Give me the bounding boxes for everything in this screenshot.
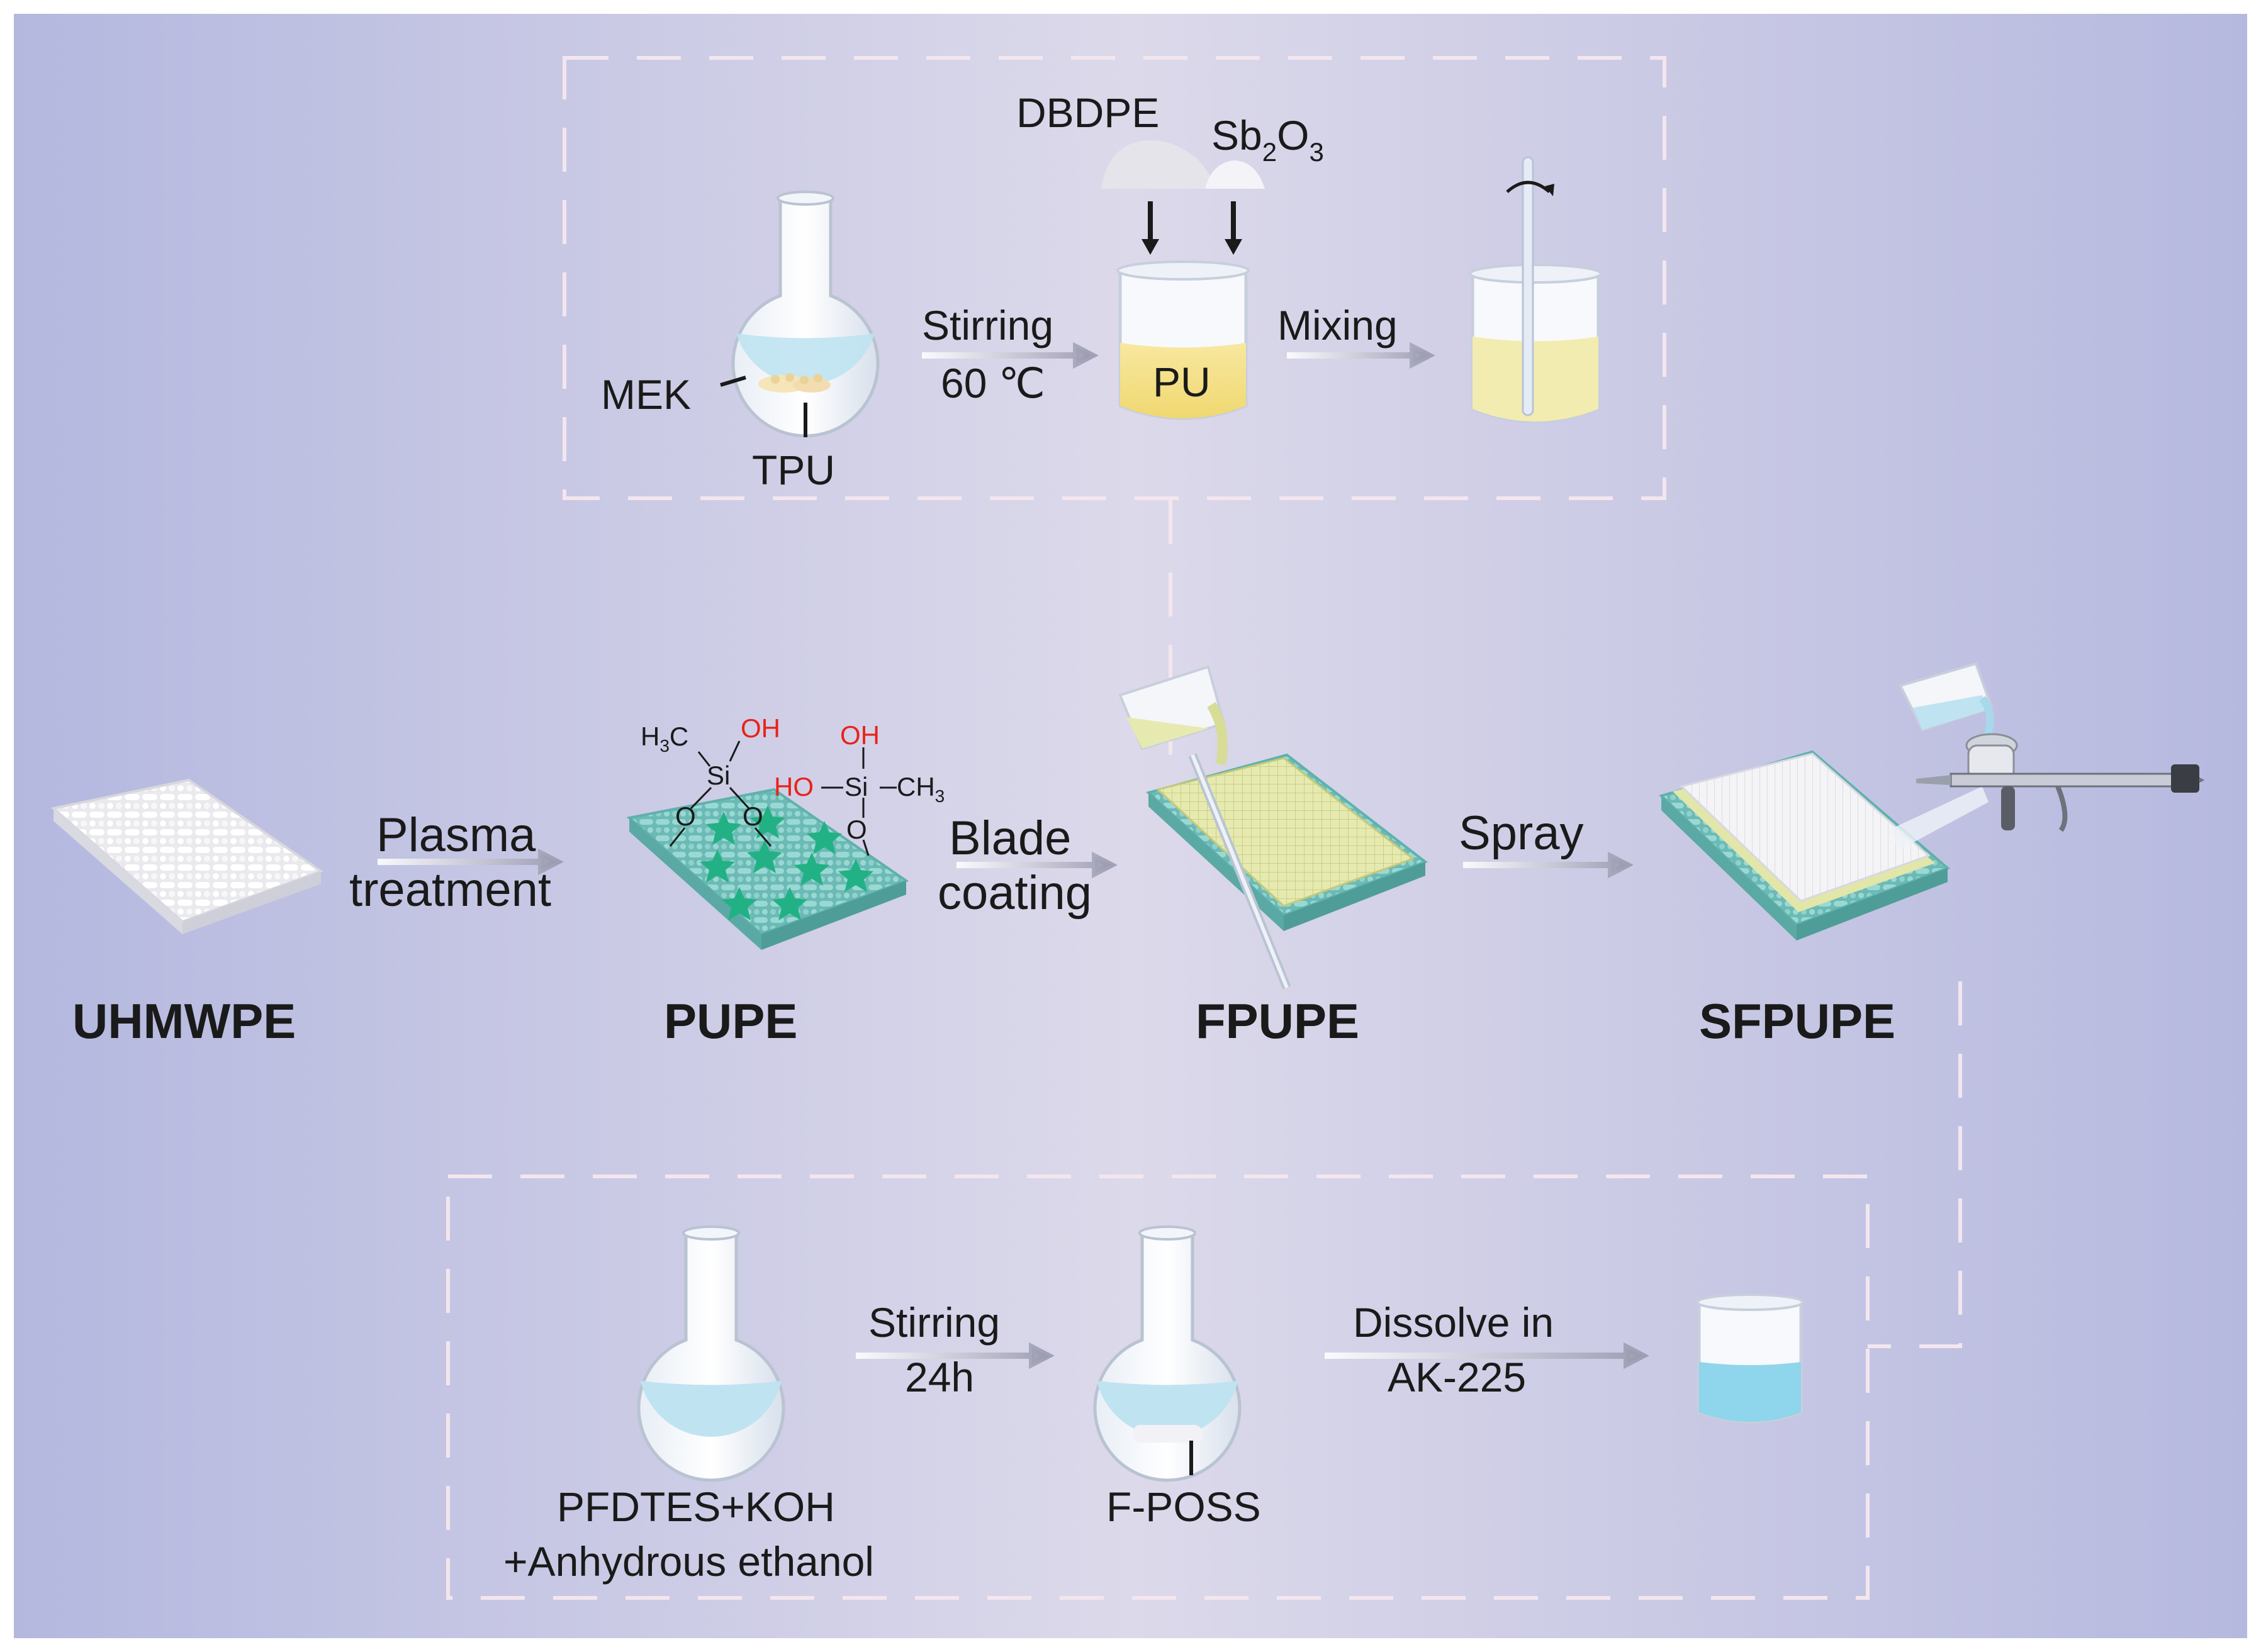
temperature-label: 60 ℃	[941, 360, 1045, 406]
uhmwpe-label: UHMWPE	[72, 993, 296, 1049]
arrow-mixing	[1287, 342, 1435, 369]
spray-mist	[1888, 786, 1989, 849]
stirring-label-bottom: Stirring	[868, 1299, 1000, 1346]
si-label-2: Si	[844, 772, 868, 801]
mek-pointer	[720, 376, 746, 387]
top-panel: MEK TPU Stirring 60 ℃ DBDPE Sb2O3 PU	[601, 89, 1602, 493]
fpupe-fabric	[1118, 665, 1428, 990]
arrow-stirring-24h	[856, 1342, 1055, 1370]
pu-label: PU	[1153, 359, 1211, 405]
arrow-plasma	[378, 848, 564, 876]
hydroxyl-stars	[700, 805, 873, 920]
sfpupe-label: SFPUPE	[1699, 993, 1895, 1049]
arrow-dissolve	[1325, 1342, 1649, 1370]
tpu-label: TPU	[752, 447, 835, 493]
pouring-beaker	[1118, 665, 1228, 766]
sb2o3-label: Sb2O3	[1211, 112, 1324, 167]
treatment-label: treatment	[349, 863, 551, 917]
arrow-blade-coating	[957, 851, 1118, 879]
flask-pfdtes	[637, 1225, 785, 1482]
silane-structure: H3C OH Si O O OH HO Si CH3 O	[641, 713, 945, 856]
dbdpe-powder	[1101, 140, 1215, 255]
ch3-label: CH3	[897, 772, 945, 806]
ho-label: HO	[774, 772, 814, 801]
reagents-line2: +Anhydrous ethanol	[503, 1538, 874, 1585]
blade-label: Blade	[949, 812, 1071, 865]
bottom-dashed-frame	[446, 1175, 1870, 1600]
middle-panel: UHMWPE Plasma treatment	[50, 662, 2205, 1049]
uhmwpe-fabric	[50, 778, 324, 934]
sfpupe-fabric	[1659, 750, 1989, 940]
solvent-ak225-label: AK-225	[1388, 1354, 1526, 1400]
top-dashed-frame	[563, 56, 1666, 500]
fposs-label: F-POSS	[1106, 1483, 1261, 1530]
o-label-3: O	[846, 815, 867, 844]
fposs-solution-beaker	[1696, 1293, 1804, 1424]
sb2o3-powder	[1205, 160, 1265, 255]
pupe-label: PUPE	[664, 993, 797, 1049]
flask-mek-tpu	[720, 191, 880, 438]
plasma-label: Plasma	[376, 808, 536, 862]
fpupe-label: FPUPE	[1196, 993, 1359, 1049]
si-label-1: Si	[707, 761, 730, 790]
arrow-spray	[1463, 851, 1634, 879]
h3c-label: H3C	[641, 722, 688, 756]
rotation-icon	[1506, 181, 1551, 193]
mek-label: MEK	[601, 371, 691, 418]
dbdpe-label: DBDPE	[1016, 89, 1159, 136]
o-label-2: O	[743, 801, 763, 831]
oh-label-2: OH	[840, 720, 880, 750]
mixing-beaker	[1469, 156, 1602, 423]
duration-label: 24h	[905, 1354, 974, 1400]
mixing-label: Mixing	[1277, 302, 1398, 349]
spray-label: Spray	[1459, 806, 1584, 860]
stirring-rod	[1522, 156, 1534, 416]
bottom-panel: PFDTES+KOH +Anhydrous ethanol Stirring 2…	[503, 1225, 1804, 1585]
bottom-connector	[1868, 981, 1962, 1348]
dissolve-label: Dissolve in	[1353, 1299, 1554, 1346]
flask-fposs	[1093, 1225, 1242, 1482]
coating-label: coating	[938, 866, 1092, 920]
pu-beaker	[1116, 260, 1250, 420]
airbrush-icon	[1899, 662, 2205, 832]
pupe-fabric	[626, 788, 909, 950]
o-label-1: O	[675, 801, 696, 831]
dashed-connectors	[446, 56, 1962, 1600]
stirring-label-top: Stirring	[922, 302, 1053, 349]
oh-label-1: OH	[741, 713, 780, 743]
reagents-line1: PFDTES+KOH	[557, 1483, 835, 1530]
arrow-stirring-60	[922, 342, 1099, 369]
